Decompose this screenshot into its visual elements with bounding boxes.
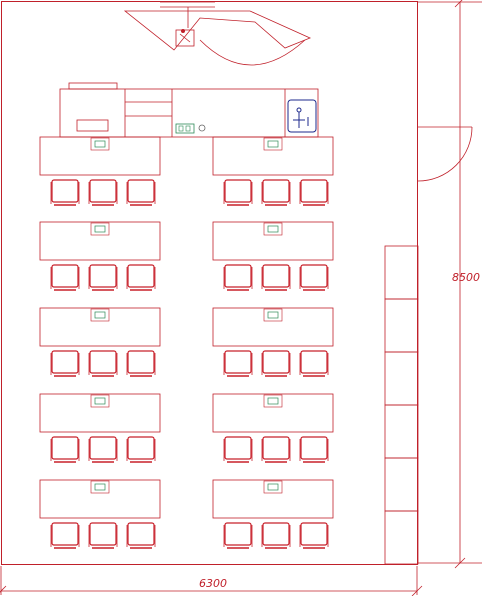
student-desk <box>212 479 334 519</box>
chair-icon <box>223 522 253 549</box>
desk-group <box>212 221 334 291</box>
desk-socket-icon <box>263 480 283 494</box>
student-desk <box>212 393 334 433</box>
locker <box>384 404 419 459</box>
desk-socket-icon <box>90 480 110 494</box>
desk-group <box>39 221 161 291</box>
chair-icon <box>126 522 156 549</box>
locker-cabinet <box>384 245 419 565</box>
locker <box>384 245 419 300</box>
chair-icon <box>88 350 118 377</box>
chair-icon <box>299 264 329 291</box>
chair-icon <box>88 522 118 549</box>
student-desk <box>39 393 161 433</box>
chair-icon <box>261 436 291 463</box>
locker <box>384 457 419 512</box>
student-desks <box>39 136 334 549</box>
chair-icon <box>126 179 156 206</box>
desk-socket-icon <box>90 308 110 322</box>
chair-icon <box>88 264 118 291</box>
projection-area <box>123 1 312 66</box>
student-desk <box>212 221 334 261</box>
chair-icon <box>299 350 329 377</box>
student-desk <box>212 136 334 176</box>
locker <box>384 351 419 406</box>
chair-icon <box>299 436 329 463</box>
desk-socket-icon <box>263 222 283 236</box>
locker <box>384 298 419 353</box>
desk-group <box>212 393 334 463</box>
desk-socket-icon <box>263 137 283 151</box>
chair-icon <box>299 179 329 206</box>
chair-icon <box>50 179 80 206</box>
desk-socket-icon <box>90 137 110 151</box>
chair-icon <box>126 264 156 291</box>
door <box>417 126 473 182</box>
room-wall <box>1 1 418 565</box>
chair-icon <box>223 436 253 463</box>
height-dimension <box>418 0 482 569</box>
desk-socket-icon <box>263 308 283 322</box>
chair-icon <box>88 179 118 206</box>
chair-icon <box>50 350 80 377</box>
desk-group <box>212 479 334 549</box>
student-desk <box>39 136 161 176</box>
chair-icon <box>299 522 329 549</box>
chair-icon <box>261 264 291 291</box>
desk-group <box>212 307 334 377</box>
counter-socket-icon <box>175 123 206 134</box>
student-desk <box>39 221 161 261</box>
chair-icon <box>50 264 80 291</box>
height-dimension-label: 8500 <box>452 271 480 284</box>
desk-group <box>39 307 161 377</box>
sink-icon <box>287 99 317 133</box>
desk-socket-icon <box>263 394 283 408</box>
width-dimension <box>0 566 423 596</box>
desk-socket-icon <box>90 394 110 408</box>
chair-icon <box>223 179 253 206</box>
desk-socket-icon <box>90 222 110 236</box>
teacher-counter <box>59 82 319 138</box>
width-dimension-label: 6300 <box>199 577 227 590</box>
chair-icon <box>88 436 118 463</box>
chair-icon <box>126 436 156 463</box>
chair-icon <box>261 350 291 377</box>
chair-icon <box>261 179 291 206</box>
student-desk <box>39 307 161 347</box>
chair-icon <box>126 350 156 377</box>
desk-group <box>39 393 161 463</box>
student-desk <box>39 479 161 519</box>
chair-icon <box>223 264 253 291</box>
desk-group <box>39 479 161 549</box>
chair-icon <box>223 350 253 377</box>
student-desk <box>212 307 334 347</box>
locker <box>384 510 419 565</box>
chair-icon <box>261 522 291 549</box>
projector-icon <box>175 29 195 47</box>
desk-group <box>39 136 161 206</box>
chair-icon <box>50 436 80 463</box>
desk-group <box>212 136 334 206</box>
chair-icon <box>50 522 80 549</box>
